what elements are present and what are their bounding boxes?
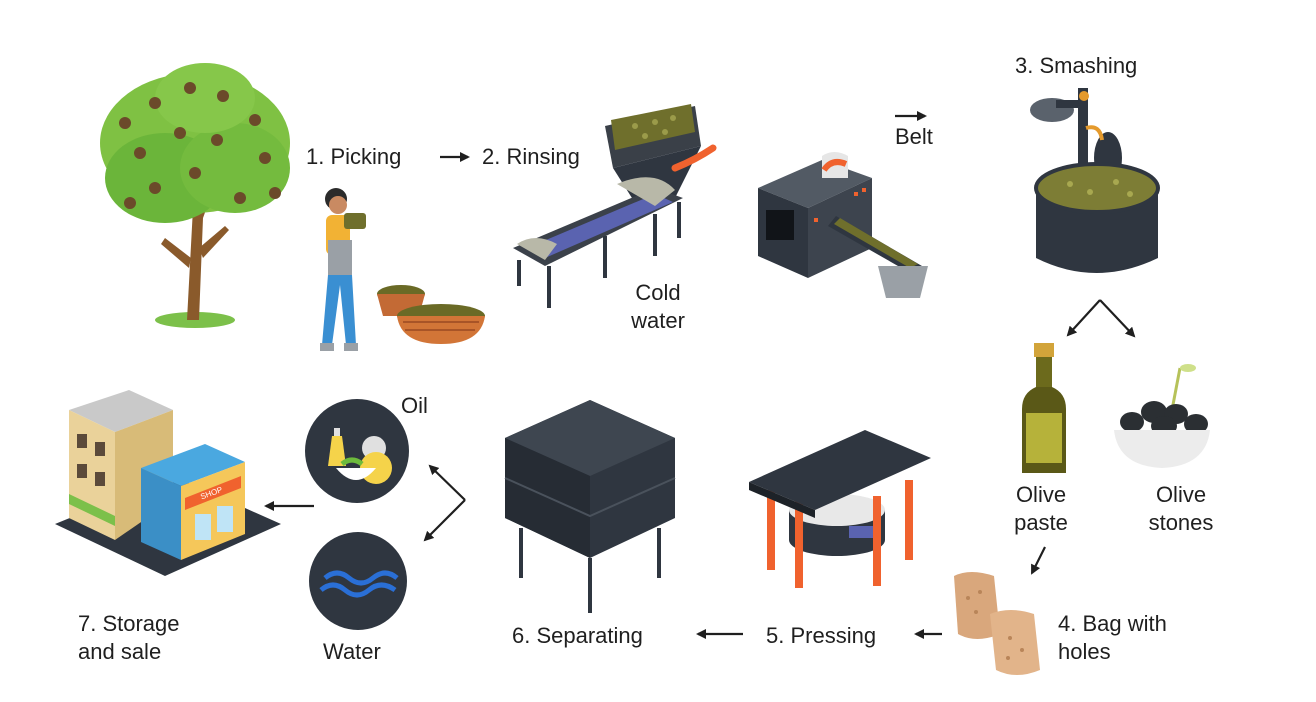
arrow-split-oil — [428, 464, 466, 501]
oil-bottle-icon — [1022, 343, 1066, 473]
belt-label: Belt — [895, 124, 933, 149]
step-storage-label: 7. Storage and sale — [78, 611, 180, 664]
water-circle-icon — [309, 532, 407, 630]
press-icon — [749, 430, 931, 588]
arrow-split-water — [423, 499, 466, 542]
step-separating-label: 6. Separating — [512, 623, 643, 648]
smashing-vat-icon — [1030, 88, 1160, 273]
rinsing-conveyor-icon — [513, 104, 717, 308]
arrow-smash-to-paste — [1066, 299, 1101, 337]
step-rinsing-label: 2. Rinsing — [482, 144, 580, 169]
water-label: Water — [323, 639, 381, 664]
step-bag-label: 4. Bag with holes — [1058, 611, 1167, 664]
step-picking-label: 1. Picking — [306, 144, 402, 169]
olive-basket-icon — [377, 285, 485, 344]
shop-building-icon: SHOP — [55, 390, 281, 576]
olive-stones-bowl-icon — [1114, 364, 1210, 468]
belt-machine-icon — [758, 152, 928, 298]
olive-stones-label: Olive stones — [1148, 482, 1214, 535]
oil-label: Oil — [401, 393, 428, 418]
olive-tree-icon — [100, 63, 290, 328]
separator-silo-icon — [504, 400, 676, 613]
oil-circle-icon — [305, 399, 409, 503]
step-pressing-label: 5. Pressing — [766, 623, 877, 648]
arrow-smash-to-stones — [1099, 299, 1136, 338]
cold-water-label: Cold water — [631, 280, 685, 333]
step-smashing-label: 3. Smashing — [1015, 53, 1138, 78]
cloth-bags-icon — [954, 572, 1040, 675]
worker-icon — [320, 188, 366, 351]
olive-paste-label: Olive paste — [1014, 482, 1068, 535]
